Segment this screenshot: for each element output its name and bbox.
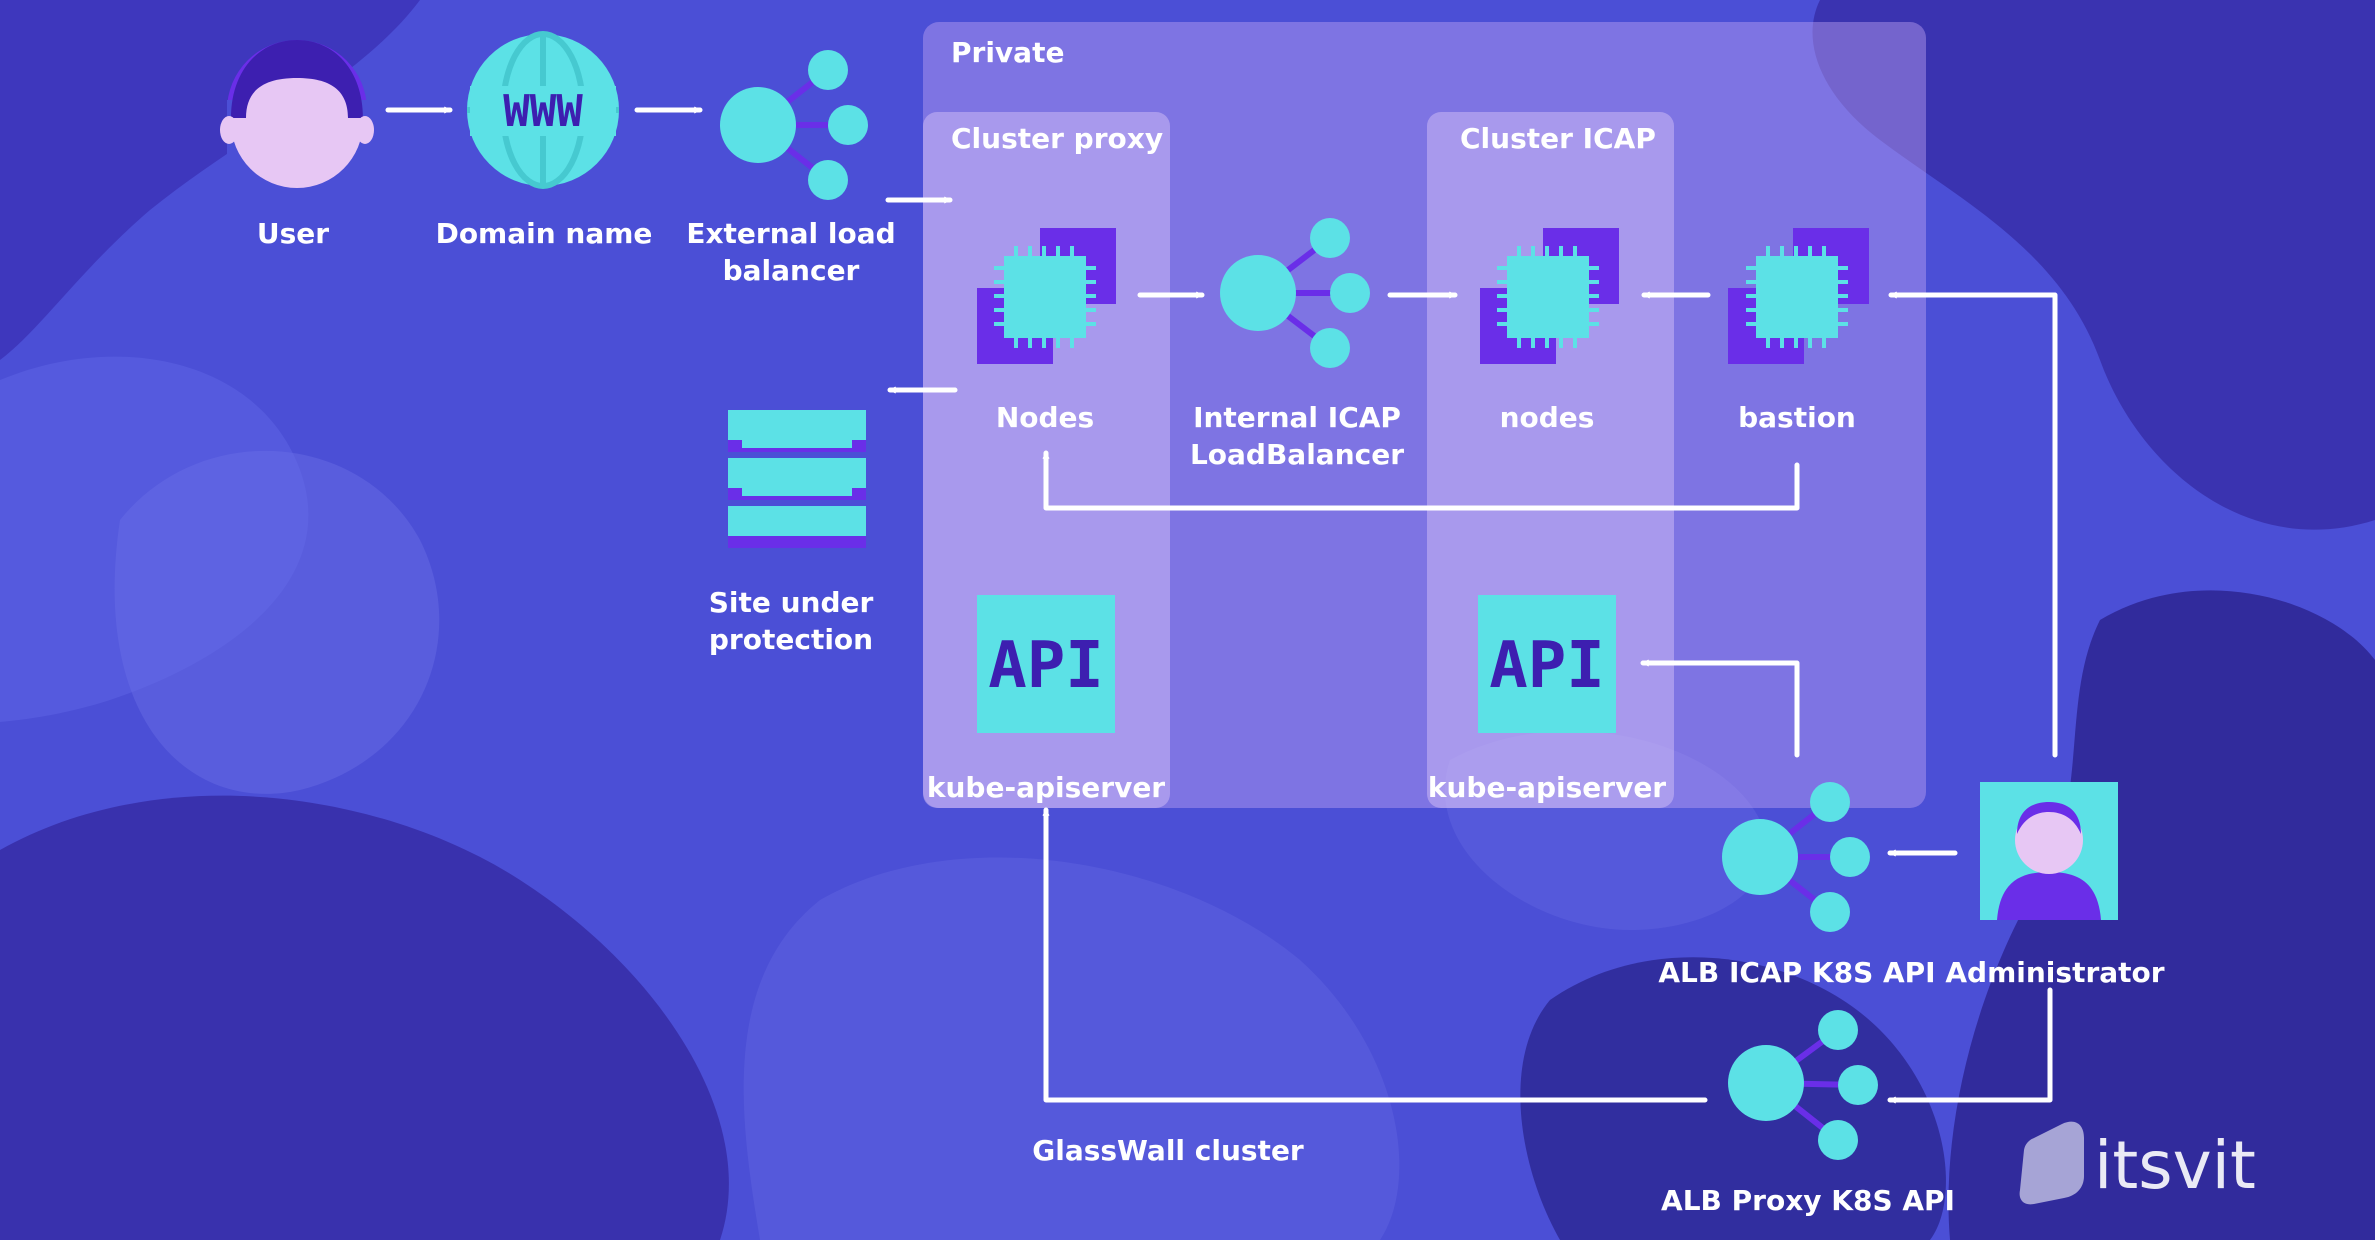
- www-text: WWW: [503, 86, 583, 137]
- zone-cluster-icap-label: Cluster ICAP: [1460, 122, 1656, 155]
- load-balancer-icon: [1728, 1010, 1878, 1160]
- icap-api-node: API kube-apiserver: [1428, 595, 1666, 804]
- itsvit-logo-text: itsvit: [2094, 1127, 2256, 1204]
- site-label-line2: protection: [709, 623, 873, 656]
- chip-icon: [1728, 228, 1869, 364]
- zone-cluster-proxy-label: Cluster proxy: [951, 122, 1163, 155]
- proxy-nodes-node: Nodes: [977, 228, 1116, 434]
- icap-nodes-label: nodes: [1500, 401, 1595, 434]
- external-lb-node: External load balancer: [686, 50, 896, 287]
- zone-private: [923, 22, 1926, 808]
- internal-icap-lb-node: Internal ICAP LoadBalancer: [1190, 218, 1404, 471]
- admin-avatar-icon: [1980, 782, 2118, 920]
- proxy-api-label: kube-apiserver: [927, 771, 1165, 804]
- api-text: API: [1489, 629, 1605, 703]
- api-icon: API: [1478, 595, 1616, 733]
- alb-icap-label: ALB ICAP K8S API: [1658, 956, 1935, 989]
- chip-icon: [1480, 228, 1619, 364]
- edge-admin-alb-proxy: [1887, 987, 2053, 1104]
- icap-api-label: kube-apiserver: [1428, 771, 1666, 804]
- external-lb-label-line1: External load: [686, 217, 895, 250]
- administrator-label: Administrator: [1945, 956, 2164, 989]
- user-icon: [220, 40, 374, 190]
- bastion-label: bastion: [1738, 401, 1856, 434]
- edge-admin-bastion: [1888, 291, 2058, 758]
- domain-name-node: WWW Domain name: [436, 31, 653, 250]
- zone-private-label: Private: [951, 36, 1064, 69]
- alb-proxy-node: ALB Proxy K8S API: [1661, 1010, 1955, 1217]
- globe-icon: WWW: [467, 31, 619, 189]
- load-balancer-icon: [1722, 782, 1870, 932]
- itsvit-logo: itsvit: [2019, 1121, 2256, 1205]
- edge-alb-icap-api: [1640, 659, 1800, 758]
- alb-icap-node: ALB ICAP K8S API: [1658, 782, 1936, 989]
- itsvit-logo-mark: [2019, 1121, 2084, 1205]
- bastion-node: bastion: [1728, 228, 1869, 434]
- load-balancer-icon: [1220, 218, 1370, 368]
- site-node: Site under protection: [709, 410, 874, 656]
- api-text: API: [988, 629, 1104, 703]
- glasswall-label: GlassWall cluster: [1032, 1134, 1304, 1167]
- edge-bastion-proxy-nodes: [1042, 450, 1800, 511]
- load-balancer-icon: [720, 50, 868, 200]
- connectors: [385, 106, 2058, 1104]
- user-node: User: [220, 40, 374, 250]
- proxy-api-node: API kube-apiserver: [927, 595, 1165, 804]
- proxy-nodes-label: Nodes: [996, 401, 1094, 434]
- edge-alb-proxy-api: [1042, 807, 1708, 1103]
- icap-nodes-node: nodes: [1480, 228, 1619, 434]
- domain-name-label: Domain name: [436, 217, 653, 250]
- external-lb-label-line2: balancer: [723, 254, 860, 287]
- administrator-node: Administrator: [1945, 782, 2165, 989]
- site-label-line1: Site under: [709, 586, 874, 619]
- user-label: User: [257, 217, 329, 250]
- internal-icap-lb-label-line1: Internal ICAP: [1193, 401, 1401, 434]
- server-stack-icon: [728, 410, 866, 548]
- api-icon: API: [977, 595, 1115, 733]
- chip-icon: [977, 228, 1116, 364]
- alb-proxy-label: ALB Proxy K8S API: [1661, 1184, 1955, 1217]
- internal-icap-lb-label-line2: LoadBalancer: [1190, 438, 1404, 471]
